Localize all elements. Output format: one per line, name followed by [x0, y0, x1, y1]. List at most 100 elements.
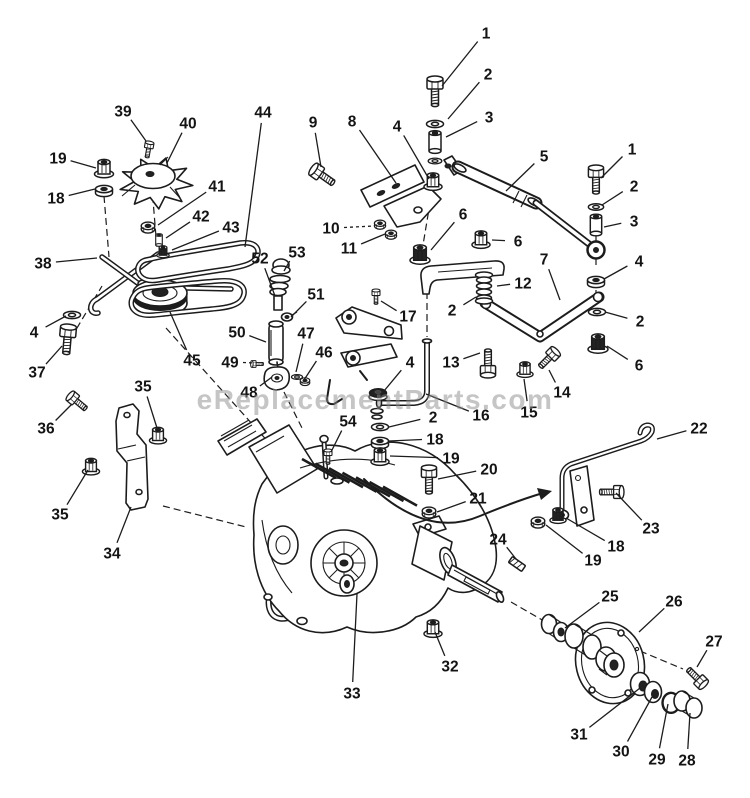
- fastener-key: [508, 556, 526, 572]
- transaxle-housing: [217, 418, 505, 634]
- fastener-flangenut: [471, 230, 491, 250]
- axle-hub-assembly: [564, 621, 703, 719]
- callout-51: 51: [307, 287, 325, 304]
- callout-7: 7: [540, 252, 549, 269]
- callout-38: 38: [34, 256, 52, 273]
- drag-link-rod: [443, 155, 606, 260]
- callout-45: 45: [183, 353, 201, 370]
- leader-line-8: [358, 129, 397, 184]
- callout-18: 18: [426, 432, 444, 449]
- fastener-cupwasher: [586, 275, 606, 289]
- callout-35: 35: [134, 379, 152, 396]
- leader-line-54: [330, 430, 343, 453]
- fastener-spring: [474, 271, 494, 305]
- guide-line: [510, 601, 545, 622]
- leader-line-51: [290, 300, 307, 318]
- callout-19: 19: [49, 151, 67, 168]
- callout-34: 34: [103, 546, 121, 563]
- leader-line-18: [68, 188, 96, 197]
- callout-2: 2: [484, 67, 493, 84]
- leader-line-18: [388, 438, 423, 442]
- callout-53: 53: [288, 245, 306, 262]
- fan-impeller: [119, 156, 194, 210]
- leader-line-35: [146, 396, 158, 429]
- leader-line-36: [55, 403, 73, 421]
- leader-line-45: [169, 311, 188, 351]
- leader-line-19: [70, 160, 97, 169]
- callout-18: 18: [47, 191, 65, 208]
- leader-line-2: [601, 191, 624, 206]
- leader-line-44: [244, 122, 262, 248]
- fastener-bolt: [598, 484, 625, 500]
- fastener-spacer: [428, 129, 442, 155]
- leader-line-6: [430, 221, 455, 251]
- callout-18: 18: [607, 539, 625, 556]
- leader-line-25: [564, 601, 600, 629]
- fastener-bolt: [371, 288, 381, 305]
- leader-line-9: [314, 132, 322, 168]
- fastener-dark: [368, 388, 388, 402]
- leader-line-3: [603, 222, 622, 228]
- leader-line-2: [604, 311, 628, 319]
- callout-41: 41: [208, 179, 226, 196]
- callout-6: 6: [635, 358, 644, 375]
- fastener-cupwasher: [94, 184, 114, 198]
- callout-17: 17: [399, 309, 416, 326]
- fastener-washer: [62, 310, 82, 320]
- callout-3: 3: [630, 214, 639, 231]
- tension-rod-assembly: [263, 258, 298, 391]
- fastener-washer: [587, 307, 607, 317]
- leader-line-39: [130, 119, 147, 142]
- leader-line-21: [436, 500, 466, 513]
- support-bracket: [115, 403, 149, 511]
- callout-2: 2: [636, 314, 645, 331]
- fastener-nut: [421, 506, 437, 519]
- leader-line-3: [445, 121, 478, 138]
- callout-8: 8: [348, 114, 357, 131]
- leader-line-38: [55, 257, 98, 263]
- callout-29: 29: [648, 752, 666, 769]
- leader-line-33: [352, 593, 358, 683]
- callout-27: 27: [705, 634, 722, 651]
- guide-line: [70, 285, 103, 339]
- callout-19: 19: [442, 451, 460, 468]
- fastener-washer: [290, 374, 304, 380]
- leader-line-22: [656, 430, 687, 440]
- fastener-bolt: [685, 666, 710, 691]
- fastener-bolt: [587, 164, 605, 195]
- guide-line: [639, 650, 684, 670]
- fastener-bolt: [143, 140, 155, 159]
- leader-line-2: [388, 418, 421, 428]
- leader-line-43: [171, 230, 220, 251]
- leader-line-26: [638, 607, 665, 633]
- leader-line-28: [687, 712, 691, 750]
- callout-15: 15: [520, 405, 538, 422]
- callout-10: 10: [322, 221, 339, 238]
- fastener-spacer: [155, 233, 163, 247]
- fastener-bolt: [308, 162, 336, 187]
- callout-23: 23: [642, 521, 660, 538]
- guide-line: [103, 195, 110, 258]
- fastener-flangenut: [587, 333, 609, 355]
- fastener-cupwasher: [370, 436, 390, 450]
- leader-line-5: [505, 163, 535, 192]
- callout-12: 12: [514, 276, 531, 293]
- fastener-flangenut: [409, 244, 431, 266]
- fastener-washer: [425, 119, 445, 129]
- fastener-flangenut: [148, 426, 168, 445]
- leader-line-40: [166, 132, 183, 164]
- leader-line-37: [45, 345, 63, 365]
- leader-line-6: [606, 345, 629, 360]
- callout-37: 37: [28, 365, 45, 382]
- callout-9: 9: [309, 115, 318, 132]
- callout-4: 4: [393, 119, 402, 136]
- fastener-flangenut: [370, 447, 390, 467]
- leader-line-19: [389, 455, 439, 459]
- callout-46: 46: [315, 345, 333, 362]
- callout-50: 50: [228, 325, 245, 342]
- leader-line-1: [600, 156, 623, 179]
- fastener-flangenut: [81, 457, 101, 476]
- shift-plate-assembly: [325, 306, 403, 406]
- leader-line-13: [463, 352, 481, 360]
